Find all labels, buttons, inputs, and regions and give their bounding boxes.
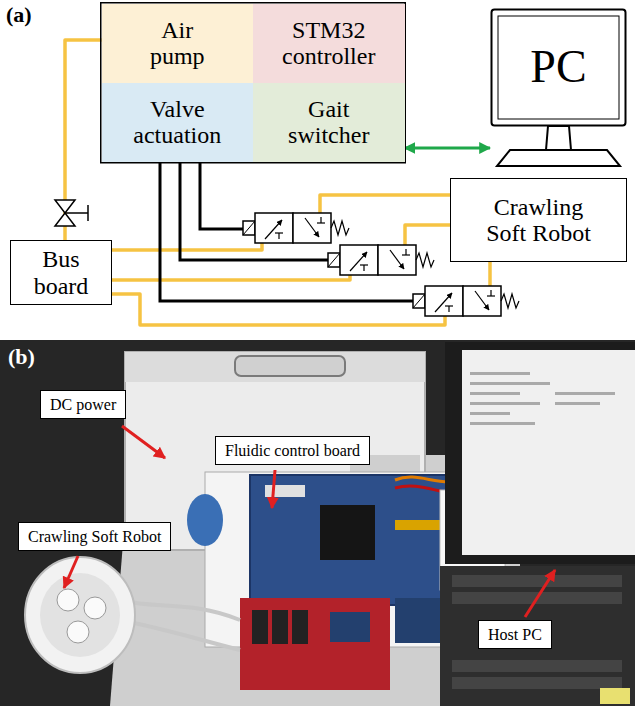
solenoid-valve (243, 213, 349, 243)
panel-label: (a) (6, 4, 32, 26)
solenoid-valve (328, 245, 434, 275)
node-text: Crawling Soft Robot (479, 194, 599, 247)
valve-handle (87, 205, 89, 221)
module-box: Valve actuation (102, 83, 254, 162)
callout-box: Fluidic control board (215, 436, 370, 465)
monitor-base (497, 150, 620, 166)
solenoid-valve (413, 286, 519, 316)
computer-monitor: PC (490, 8, 627, 170)
valve-handle (65, 212, 88, 214)
air-tube (65, 40, 102, 240)
module-box: Gait switcher (253, 83, 405, 162)
module-box: STM32 controller (253, 4, 405, 83)
callout-box: Host PC (478, 620, 552, 649)
monitor-screen (498, 16, 619, 119)
node-text: STM32 controller (264, 17, 394, 70)
control-wire (180, 163, 328, 260)
node-text: PC (530, 42, 586, 93)
node-text: Air pump (142, 17, 212, 70)
node-text: Gait switcher (274, 96, 384, 149)
node-text: Bus board (21, 246, 101, 299)
control-wire (200, 163, 243, 229)
controller-housing (101, 3, 406, 163)
callout-box: DC power (40, 390, 126, 419)
setup-photo (0, 340, 635, 706)
monitor-neck (546, 126, 571, 150)
robot-box: Crawling Soft Robot (450, 178, 627, 262)
monitor-frame (492, 10, 626, 126)
node-text: Crawling Soft Robot (28, 527, 161, 546)
panel-label: (b) (8, 346, 35, 368)
bus-board-box: Bus board (10, 240, 112, 305)
control-wire (160, 163, 413, 301)
module-box: Air pump (102, 4, 254, 83)
node-text: DC power (50, 395, 116, 414)
data-link-arrow (405, 147, 491, 150)
air-tube (112, 195, 450, 250)
node-text: Fluidic control board (225, 441, 360, 460)
node-text: Valve actuation (122, 96, 232, 149)
callout-box: Crawling Soft Robot (18, 522, 171, 551)
node-text: Host PC (488, 625, 542, 644)
